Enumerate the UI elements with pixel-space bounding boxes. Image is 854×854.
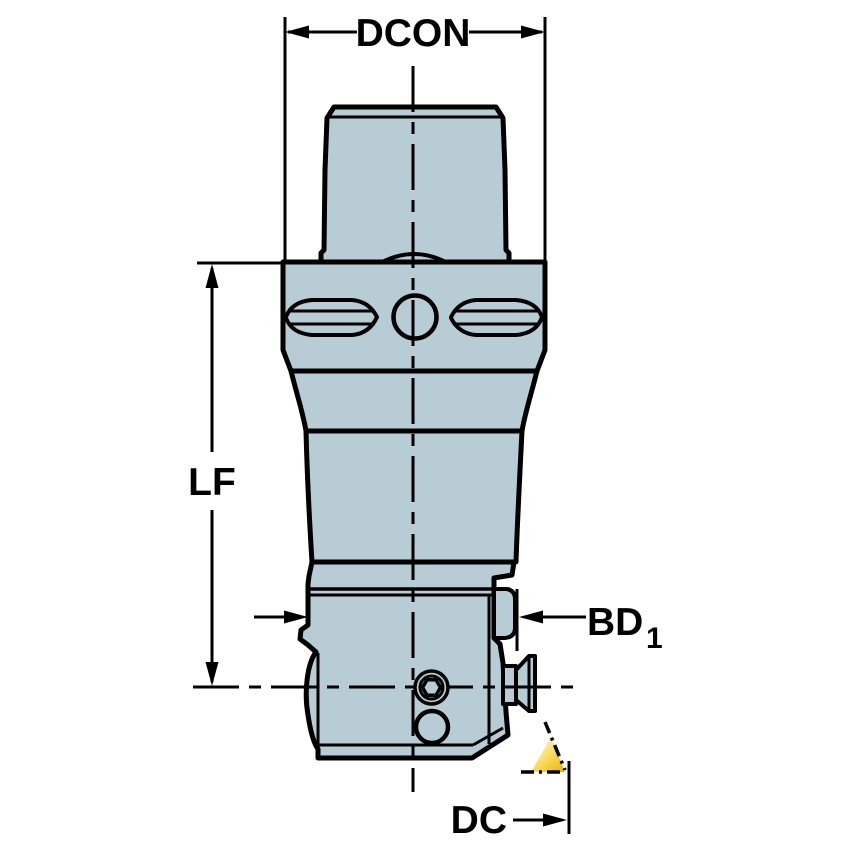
drawing-root: DCON LF BD 1: [188, 12, 663, 842]
lf-label: LF: [188, 461, 236, 504]
dimension-bd1: BD 1: [254, 589, 663, 655]
coolant-hole: [413, 708, 451, 746]
insert-edge-line-slant: [543, 721, 567, 771]
lf-arrow-bottom: [205, 662, 219, 686]
adjustment-pin-shaft: [501, 664, 518, 706]
dcon-label: DCON: [356, 12, 471, 55]
drive-slot-right: [449, 298, 544, 337]
dc-label: DC: [451, 799, 507, 842]
head-bottom-inner-chamfer: [472, 726, 504, 747]
bd1-arrow-right: [519, 610, 543, 624]
flange-hole: [391, 293, 439, 341]
bd1-label-subscript: 1: [646, 622, 663, 655]
insert-triangle: [531, 737, 565, 772]
drive-slot-left: [284, 298, 379, 337]
lf-arrow-top: [205, 264, 219, 288]
clamp-screw-inner: [418, 674, 445, 701]
dimension-lf: LF: [188, 261, 285, 686]
dimension-dc: DC: [451, 761, 571, 842]
dcon-arrow-left: [285, 25, 309, 39]
dcon-arrow-right: [521, 25, 545, 39]
bd1-label: BD: [587, 601, 643, 644]
coupling-shank: [318, 104, 512, 265]
adjustment-pin-head: [514, 654, 537, 713]
wiper-boss: [492, 587, 517, 640]
bd1-arrow-left: [284, 610, 308, 624]
dimension-dcon: DCON: [283, 12, 547, 261]
cutting-insert: [521, 721, 567, 774]
clamp-screw-hex-socket: [420, 677, 443, 698]
cutter-head: [297, 559, 517, 761]
dc-arrow: [543, 813, 567, 827]
